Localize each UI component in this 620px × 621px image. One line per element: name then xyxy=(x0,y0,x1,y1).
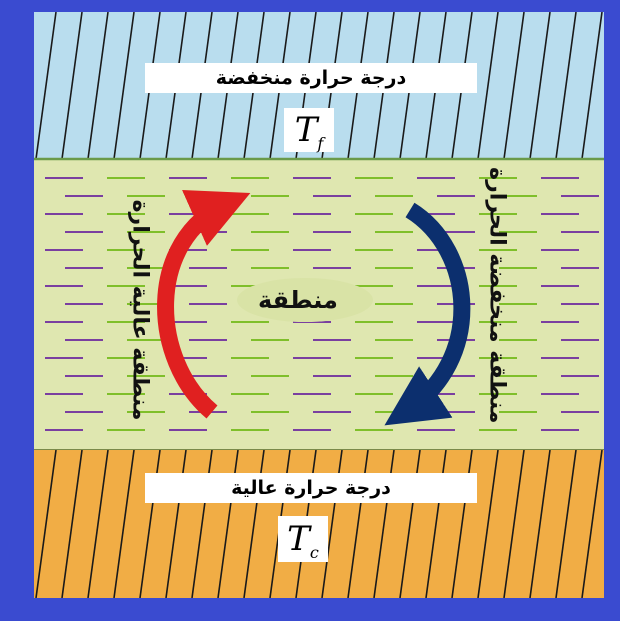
top-temperature-symbol: Tf xyxy=(284,108,334,152)
right-region-label: منطقة منخفضة الحرارة xyxy=(485,194,510,424)
top-temperature-label: درجة حرارة منخفضة xyxy=(145,63,477,93)
hatch-line xyxy=(10,450,30,598)
bottom-temperature-symbol: Tc xyxy=(278,516,328,562)
center-region-label: منطقة xyxy=(258,286,338,314)
top-symbol-letter: T xyxy=(295,110,318,150)
hatch-line xyxy=(10,12,30,159)
bottom-temperature-label: درجة حرارة عالية xyxy=(145,473,477,503)
bottom-symbol-sub: c xyxy=(310,543,319,562)
hatch-line xyxy=(608,450,620,598)
left-region-label: منطقة عالية الحرارة xyxy=(128,201,153,421)
hatch-line xyxy=(608,12,620,159)
top-symbol-sub: f xyxy=(317,134,323,153)
bottom-symbol-letter: T xyxy=(287,519,310,559)
